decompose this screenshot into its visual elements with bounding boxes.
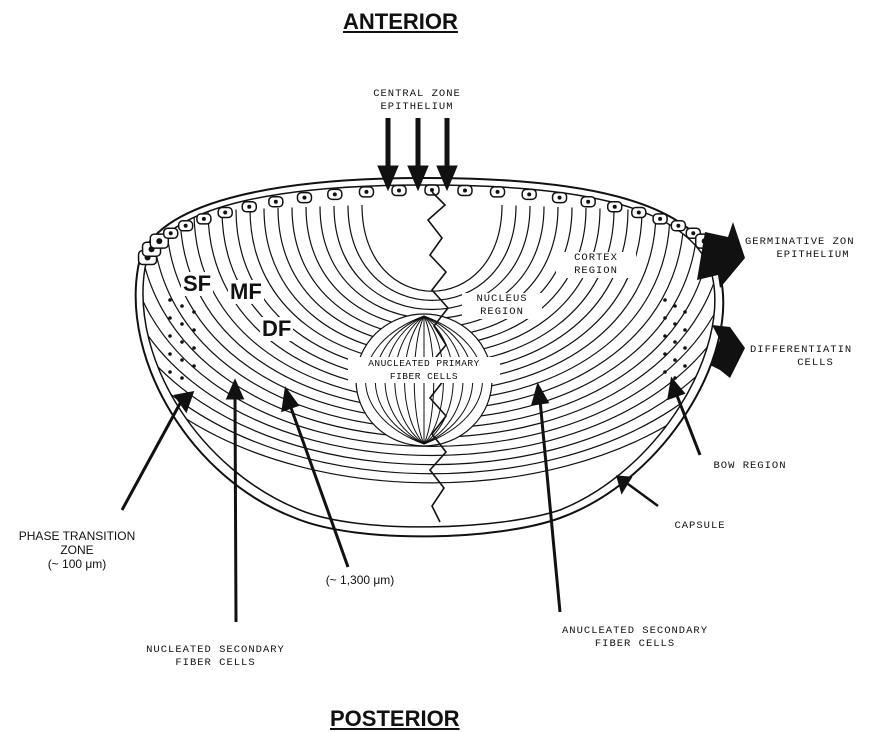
differentiating-label: DIFFERENTIATIN CELLS xyxy=(750,344,881,370)
cell-nucleus-dot xyxy=(663,334,667,338)
cell-nucleus-dot xyxy=(683,310,687,314)
epithelial-cell-nucleus xyxy=(658,217,662,221)
cell-nucleus-dot xyxy=(180,376,184,380)
cell-nucleus-dot xyxy=(683,328,687,332)
cell-nucleus-dot xyxy=(168,298,172,302)
epithelial-cell-nucleus xyxy=(691,231,695,235)
epithelial-cell-nucleus xyxy=(463,188,467,192)
df-size-label: (~ 1,300 μm) xyxy=(305,573,415,587)
mf-region-label: MF xyxy=(228,280,264,304)
cortex-label: CORTEX REGION xyxy=(556,252,636,278)
epithelial-cell-nucleus xyxy=(496,190,500,194)
epithelial-cell-nucleus xyxy=(586,200,590,204)
anucleated-secondary-label: ANUCLEATED SECONDARY FIBER CELLS xyxy=(540,625,730,651)
cell-nucleus-dot xyxy=(168,370,172,374)
cell-nucleus-dot xyxy=(192,364,196,368)
cell-nucleus-dot xyxy=(663,316,667,320)
phase-transition-label: PHASE TRANSITION ZONE (~ 100 μm) xyxy=(2,529,152,571)
cell-nucleus-dot xyxy=(180,304,184,308)
cell-nucleus-dot xyxy=(673,304,677,308)
bow-region-label: BOW REGION xyxy=(700,460,800,473)
cell-nucleus-dot xyxy=(673,358,677,362)
cell-nucleus-dot xyxy=(683,364,687,368)
epithelial-cell-nucleus xyxy=(274,200,278,204)
epithelial-cell-nucleus xyxy=(184,224,188,228)
cell-nucleus-dot xyxy=(663,298,667,302)
cell-nucleus-dot xyxy=(683,346,687,350)
posterior-heading: POSTERIOR xyxy=(330,706,460,732)
cell-nucleus-dot xyxy=(673,376,677,380)
cell-nucleus-dot xyxy=(673,322,677,326)
germinative-arrow xyxy=(697,222,745,288)
epithelial-cell-nucleus xyxy=(676,224,680,228)
epithelial-cell-nucleus xyxy=(364,190,368,194)
epithelial-cell-nucleus xyxy=(333,192,337,196)
cell-nucleus-dot xyxy=(192,328,196,332)
cell-nucleus-dot xyxy=(673,340,677,344)
germinative-label: GERMINATIVE ZON EPITHELIUM xyxy=(745,236,881,262)
epithelial-cell-nucleus xyxy=(202,217,206,221)
cell-nucleus-dot xyxy=(180,340,184,344)
epithelial-cell-nucleus xyxy=(223,210,227,214)
capsule-label: CAPSULE xyxy=(660,520,740,533)
epithelial-cell-nucleus xyxy=(637,210,641,214)
epithelial-cell-nucleus xyxy=(527,192,531,196)
central-zone-label: CENTRAL ZONE EPITHELIUM xyxy=(348,88,486,114)
anucleated-primary-label: ANUCLEATED PRIMARY FIBER CELLS xyxy=(348,357,500,383)
cell-nucleus-dot xyxy=(663,370,667,374)
df-region-label: DF xyxy=(260,317,293,341)
epithelial-cell-nucleus xyxy=(156,238,162,244)
cell-nucleus-dot xyxy=(180,358,184,362)
cell-nucleus-dot xyxy=(168,316,172,320)
nucleated-secondary-label: NUCLEATED SECONDARY FIBER CELLS xyxy=(128,644,303,670)
anterior-heading: ANTERIOR xyxy=(343,9,458,35)
epithelial-cell-nucleus xyxy=(613,205,617,209)
cell-nucleus-dot xyxy=(180,322,184,326)
epithelial-cell-nucleus xyxy=(430,188,434,192)
epithelial-cell-nucleus xyxy=(558,196,562,200)
nucleus-label: NUCLEUS REGION xyxy=(462,293,542,319)
epithelial-cell-nucleus xyxy=(302,196,306,200)
epithelial-cell-nucleus xyxy=(247,205,251,209)
cell-nucleus-dot xyxy=(168,334,172,338)
cell-nucleus-dot xyxy=(168,352,172,356)
cell-nucleus-dot xyxy=(663,352,667,356)
epithelial-cell-nucleus xyxy=(169,231,173,235)
central-zone-arrows xyxy=(378,118,457,190)
cell-nucleus-dot xyxy=(192,310,196,314)
sf-region-label: SF xyxy=(181,272,213,296)
cell-nucleus-dot xyxy=(192,346,196,350)
epithelial-cell-nucleus xyxy=(397,188,401,192)
